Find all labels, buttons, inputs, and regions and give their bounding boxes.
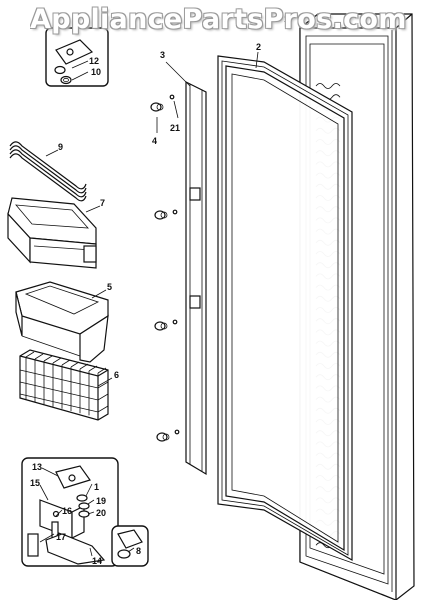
basket-wire — [34, 353, 44, 360]
watermark-text: AppliancePartsPros.com — [30, 4, 407, 35]
basket-wire — [19, 381, 109, 401]
callout-9: 9 — [58, 142, 63, 152]
leader-lines — [39, 51, 259, 557]
callout-21: 21 — [170, 123, 180, 133]
callout-2: 2 — [256, 42, 261, 52]
wire-basket[interactable] — [19, 349, 109, 421]
callout-10: 10 — [91, 67, 101, 77]
plug — [154, 209, 178, 220]
shelf-retainer-bar[interactable] — [9, 141, 87, 202]
top-hinge-assembly[interactable] — [45, 27, 109, 87]
door-plugs[interactable] — [150, 94, 180, 442]
screw — [169, 94, 175, 100]
callout-17: 17 — [56, 532, 66, 542]
dairy-compartment[interactable] — [15, 281, 109, 363]
door-breaker-strip[interactable] — [185, 81, 207, 476]
basket-wire — [19, 369, 109, 389]
basket-wire — [43, 355, 53, 362]
plug — [154, 319, 178, 331]
door-bin[interactable] — [7, 197, 97, 269]
plug — [150, 102, 164, 112]
basket-wire — [79, 363, 89, 370]
callout-20: 20 — [96, 508, 106, 518]
callout-8: 8 — [136, 546, 141, 556]
basket-wire — [25, 351, 35, 358]
basket-wire — [19, 393, 109, 413]
basket-wire — [97, 367, 107, 374]
basket-wire — [88, 365, 98, 372]
callout-1-hinge: 1 — [94, 482, 99, 492]
callout-labels: 1 2 3 4 21 12 10 9 7 5 6 13 15 1 19 16 2… — [30, 14, 289, 566]
door-gasket[interactable] — [217, 55, 353, 562]
plug — [156, 429, 180, 442]
basket-wire — [70, 361, 80, 368]
callout-15: 15 — [30, 478, 40, 488]
callout-16: 16 — [62, 506, 72, 516]
callout-3: 3 — [160, 50, 165, 60]
callout-13: 13 — [32, 462, 42, 472]
hinge-cap-box[interactable] — [111, 525, 149, 567]
liner-rib — [315, 83, 341, 89]
callout-6: 6 — [114, 370, 119, 380]
callout-1: 1 — [284, 14, 289, 24]
basket-wire — [52, 357, 62, 364]
callout-12: 12 — [89, 56, 99, 66]
callout-7: 7 — [100, 198, 105, 208]
callout-14: 14 — [92, 556, 102, 566]
callout-19: 19 — [96, 496, 106, 506]
callout-5: 5 — [107, 282, 112, 292]
callout-4: 4 — [152, 136, 157, 146]
basket-wire — [61, 359, 71, 366]
